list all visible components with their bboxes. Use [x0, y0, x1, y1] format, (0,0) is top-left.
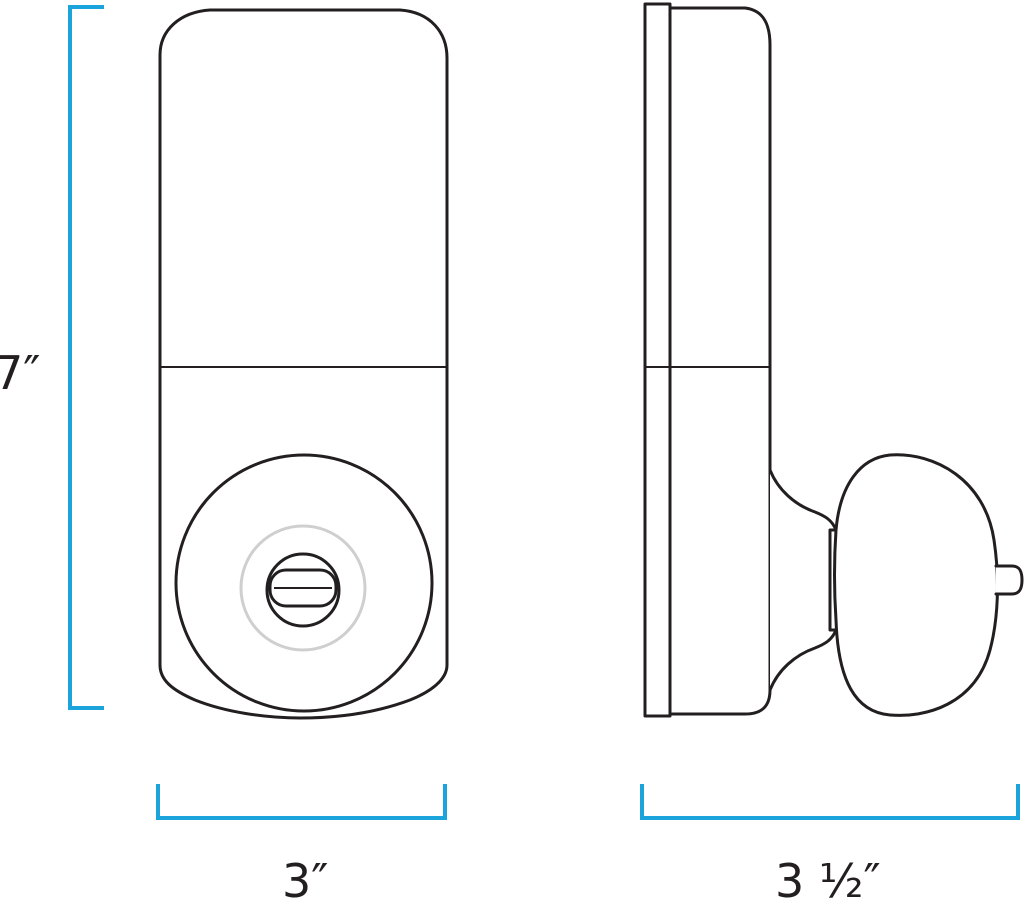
side-rosette-profile	[768, 468, 838, 692]
height-dimension-bracket	[68, 5, 104, 710]
side-depth-dimension-label: 3 ½″	[775, 854, 881, 908]
side-depth-dimension-bracket	[640, 784, 1020, 820]
front-width-dimension-bracket	[156, 784, 447, 820]
front-view	[158, 8, 449, 720]
thumbturn-ring	[239, 524, 367, 652]
side-spindle-tip	[994, 564, 1024, 596]
height-dimension-label: 7″	[0, 346, 41, 400]
side-housing	[668, 6, 772, 716]
side-back-plate	[643, 2, 672, 718]
side-view	[643, 2, 1024, 718]
side-knob	[833, 453, 999, 717]
front-width-dimension-label: 3″	[282, 854, 329, 908]
